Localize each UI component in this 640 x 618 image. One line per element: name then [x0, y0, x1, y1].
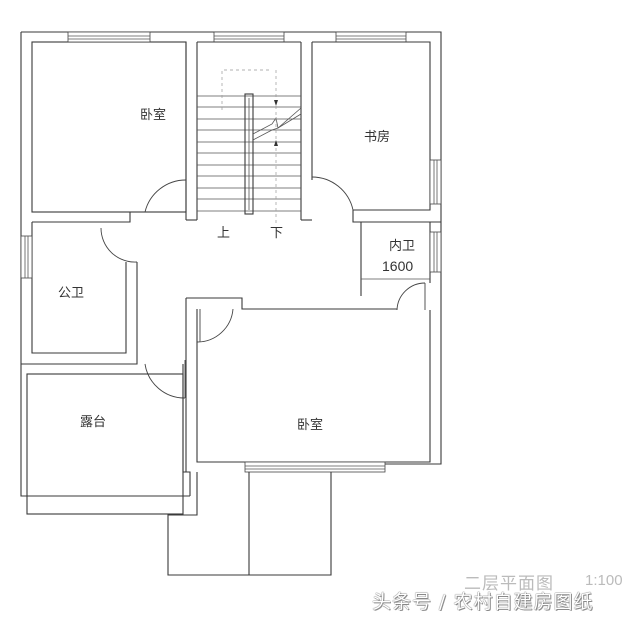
canopy-below — [167, 472, 332, 576]
stair-up-label: 上 — [217, 226, 231, 241]
window-top-stair — [213, 31, 285, 43]
west-rooms-walls — [20, 179, 187, 399]
room-label-bedroom-se: 卧室 — [297, 418, 324, 433]
window-top-left — [67, 31, 151, 43]
stairwell — [185, 41, 313, 225]
se-bedroom-walls — [185, 297, 431, 473]
room-label-ensuite-bath: 内卫 — [389, 239, 416, 254]
drawing-scale: 1:100 — [585, 572, 623, 589]
dimension-label: 1600 — [382, 258, 414, 274]
drawing-title: 二层平面图 — [464, 574, 554, 594]
room-label-public-bath: 公卫 — [58, 286, 85, 301]
room-label-terrace: 露台 — [80, 415, 107, 430]
watermark: 头条号 / 农村自建房图纸 — [372, 591, 594, 613]
study-walls — [311, 41, 442, 211]
room-label-bedroom-nw: 卧室 — [140, 108, 167, 123]
terrace-walls — [26, 364, 191, 515]
room-label-study: 书房 — [364, 130, 391, 145]
stair-down-label: 下 — [270, 226, 284, 241]
ensuite-walls — [352, 210, 442, 311]
window-top-study — [335, 31, 407, 43]
